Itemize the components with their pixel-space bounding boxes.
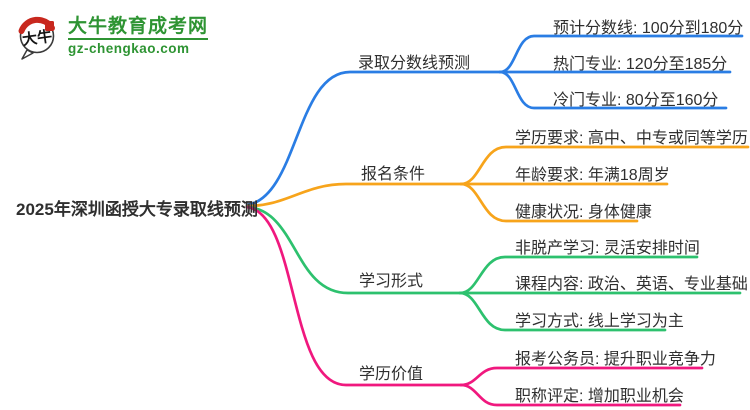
branch-label-value: 学历价值: [359, 366, 424, 383]
branch-value-main-line: [245, 205, 463, 387]
branch-value-child-line-2: [459, 383, 682, 407]
root-node: 2025年深圳函授大专录取线预测: [16, 200, 258, 219]
leaf-value-title: 职称评定: 增加职业机会: [515, 388, 684, 405]
site-name: 大牛教育成考网: [68, 16, 209, 37]
branch-admission-child-line-3: [498, 70, 728, 110]
branch-study-main-line: [245, 205, 462, 295]
leaf-requirements-education: 学历要求: 高中、中专或同等学历: [515, 130, 748, 147]
logo-bubble-icon: 大牛: [18, 16, 55, 60]
leaf-study-courses: 课程内容: 政治、英语、专业基础: [515, 276, 748, 293]
branch-requirements-child-line-3: [459, 182, 639, 223]
leaf-study-parttime: 非脱产学习: 灵活安排时间: [515, 240, 700, 257]
branch-label-requirements: 报名条件: [361, 166, 426, 183]
branch-label-study: 学习形式: [359, 273, 424, 290]
branch-study-child-line-3: [458, 291, 667, 332]
leaf-requirements-health: 健康状况: 身体健康: [515, 204, 652, 221]
leaf-study-online: 学习方式: 线上学习为主: [515, 313, 684, 330]
site-logo: 大牛 大牛教育成考网 gz-chengkao.com: [12, 12, 209, 60]
branch-requirements-main-line: [245, 182, 463, 208]
logo-seal: [45, 21, 54, 31]
logo-bubble-text: 大牛: [21, 27, 53, 49]
site-domain: gz-chengkao.com: [68, 38, 209, 56]
leaf-admission-expected: 预计分数线: 100分到180分: [553, 20, 744, 37]
branch-admission-main-line: [245, 70, 502, 207]
leaf-value-civilservice: 报考公务员: 提升职业竞争力: [515, 351, 716, 368]
leaf-admission-unpopular: 冷门专业: 80分至160分: [553, 92, 719, 109]
leaf-requirements-age: 年龄要求: 年满18周岁: [515, 167, 670, 184]
leaf-admission-popular: 热门专业: 120分至185分: [553, 56, 728, 73]
branch-label-admission: 录取分数线预测: [358, 55, 471, 72]
